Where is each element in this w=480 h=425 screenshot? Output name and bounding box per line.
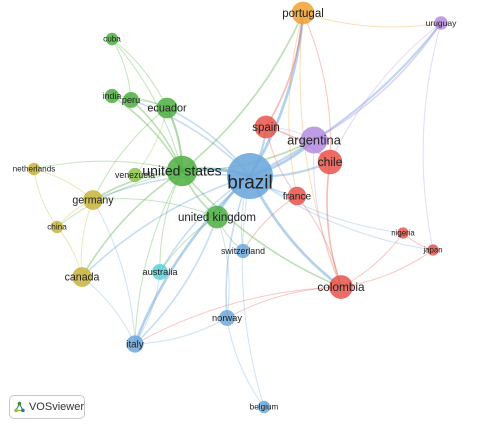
- node-portugal[interactable]: [291, 1, 315, 25]
- network-nodes: [27, 1, 448, 414]
- link-colombia-italy: [134, 286, 342, 345]
- label-japan: japan: [422, 246, 442, 255]
- link-chile-portugal: [302, 12, 332, 163]
- link-colombia-norway: [226, 286, 342, 319]
- node-canada[interactable]: [72, 267, 92, 287]
- link-germany-canada: [80, 199, 94, 278]
- node-brazil[interactable]: [227, 153, 273, 199]
- node-norway[interactable]: [219, 310, 235, 326]
- node-united-states[interactable]: [166, 155, 198, 187]
- label-india: india: [103, 91, 122, 101]
- label-colombia: colombia: [317, 280, 365, 294]
- label-peru: peru: [122, 95, 141, 105]
- link-colombia-nigeria: [340, 232, 404, 288]
- label-france: france: [283, 191, 312, 202]
- label-chile: chile: [318, 155, 343, 169]
- label-canada: canada: [65, 272, 100, 284]
- node-australia[interactable]: [152, 264, 168, 280]
- link-italy-norway: [134, 317, 228, 345]
- link-norway-belgium: [226, 317, 265, 408]
- label-united-kingdom: united kingdom: [178, 212, 256, 224]
- node-cuba[interactable]: [105, 32, 119, 46]
- network-links: [33, 12, 442, 408]
- link-portugal-france: [288, 12, 304, 197]
- link-colombia-france: [296, 195, 342, 288]
- link-uruguay-japan: [422, 22, 442, 251]
- node-japan[interactable]: [427, 244, 439, 256]
- link-brazil-canada: [81, 175, 251, 278]
- label-cuba: cuba: [103, 35, 121, 44]
- label-venezuela: venezuela: [115, 170, 155, 180]
- label-netherlands: netherlands: [13, 165, 56, 174]
- label-ecuador: ecuador: [147, 103, 187, 115]
- link-ecuador-germany: [92, 107, 168, 201]
- node-netherlands[interactable]: [27, 162, 41, 176]
- link-spain-portugal: [265, 12, 304, 128]
- link-united-states-canada: [81, 170, 183, 278]
- link-brazil-italy: [133, 174, 251, 345]
- label-brazil: brazil: [227, 173, 272, 194]
- label-argentina: argentina: [287, 132, 342, 147]
- network-labels: brazil united states argentina chile spain po…: [13, 8, 458, 412]
- node-belgium[interactable]: [257, 400, 271, 414]
- node-colombia[interactable]: [329, 275, 353, 299]
- vosviewer-logo-icon: [14, 401, 25, 413]
- node-spain[interactable]: [254, 115, 278, 139]
- label-uruguay: uruguay: [426, 18, 457, 28]
- link-brazil-belgium: [241, 175, 265, 408]
- label-belgium: belgium: [250, 403, 279, 412]
- link-united-states-portugal: [181, 12, 304, 172]
- node-india[interactable]: [104, 88, 120, 104]
- label-switzerland: switzerland: [221, 246, 265, 256]
- link-uruguay-chile: [329, 22, 442, 163]
- label-united-states: united states: [142, 163, 221, 179]
- link-argentina-colombia: [313, 139, 342, 288]
- label-portugal: portugal: [282, 8, 324, 20]
- node-ecuador[interactable]: [156, 97, 178, 119]
- link-argentina-uruguay: [313, 22, 442, 141]
- node-nigeria[interactable]: [397, 227, 409, 239]
- link-italy-united-kingdom: [134, 216, 218, 345]
- node-peru[interactable]: [123, 92, 139, 108]
- label-italy: italy: [126, 339, 144, 350]
- link-portugal-colombia: [299, 12, 342, 288]
- node-chile[interactable]: [317, 149, 343, 175]
- link-italy-germany: [92, 199, 136, 345]
- link-chile-colombia: [326, 161, 342, 288]
- label-nigeria: nigeria: [391, 229, 415, 238]
- link-united-states-italy: [134, 170, 183, 345]
- node-united-kingdom[interactable]: [205, 205, 229, 229]
- link-brazil-uruguay: [249, 22, 442, 177]
- label-spain: spain: [252, 122, 280, 134]
- label-china: china: [47, 223, 67, 232]
- link-netherlands-china: [33, 168, 58, 228]
- node-germany[interactable]: [83, 190, 103, 210]
- node-france[interactable]: [287, 186, 307, 206]
- vosviewer-badge[interactable]: VOSviewer: [9, 395, 85, 419]
- node-china[interactable]: [50, 220, 64, 234]
- link-united-states-colombia: [181, 170, 342, 288]
- node-venezuela[interactable]: [127, 167, 143, 183]
- node-argentina[interactable]: [300, 126, 328, 154]
- link-united-states-cuba: [111, 38, 183, 172]
- link-portugal-uruguay: [302, 12, 442, 28]
- link-united-states-china: [56, 170, 183, 228]
- node-switzerland[interactable]: [235, 243, 251, 259]
- label-australia: australia: [142, 267, 178, 277]
- label-germany: germany: [72, 195, 114, 207]
- link-united-states-netherlands: [33, 160, 183, 172]
- node-italy[interactable]: [126, 335, 144, 353]
- link-brazil-japan: [249, 175, 434, 251]
- node-uruguay[interactable]: [434, 16, 448, 30]
- label-norway: norway: [212, 313, 242, 323]
- link-united-kingdom-germany: [92, 198, 218, 218]
- vosviewer-label: VOSviewer: [28, 401, 84, 413]
